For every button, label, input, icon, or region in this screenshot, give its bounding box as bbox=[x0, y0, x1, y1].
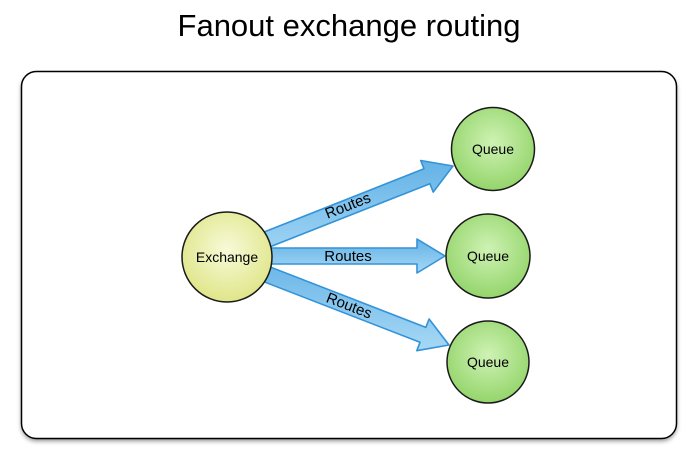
exchange-node bbox=[181, 211, 273, 303]
page-title: Fanout exchange routing bbox=[177, 8, 521, 43]
exchange-label: Exchange bbox=[196, 249, 258, 265]
diagram-panel-border bbox=[20, 70, 678, 440]
queue-node-middle bbox=[445, 213, 531, 299]
queue-label-middle: Queue bbox=[467, 248, 509, 264]
route-label-middle: Routes bbox=[324, 248, 372, 265]
queue-label-top: Queue bbox=[472, 141, 514, 157]
queue-node-bottom bbox=[446, 320, 530, 404]
queue-node-top bbox=[450, 106, 536, 192]
queue-label-bottom: Queue bbox=[467, 354, 509, 370]
